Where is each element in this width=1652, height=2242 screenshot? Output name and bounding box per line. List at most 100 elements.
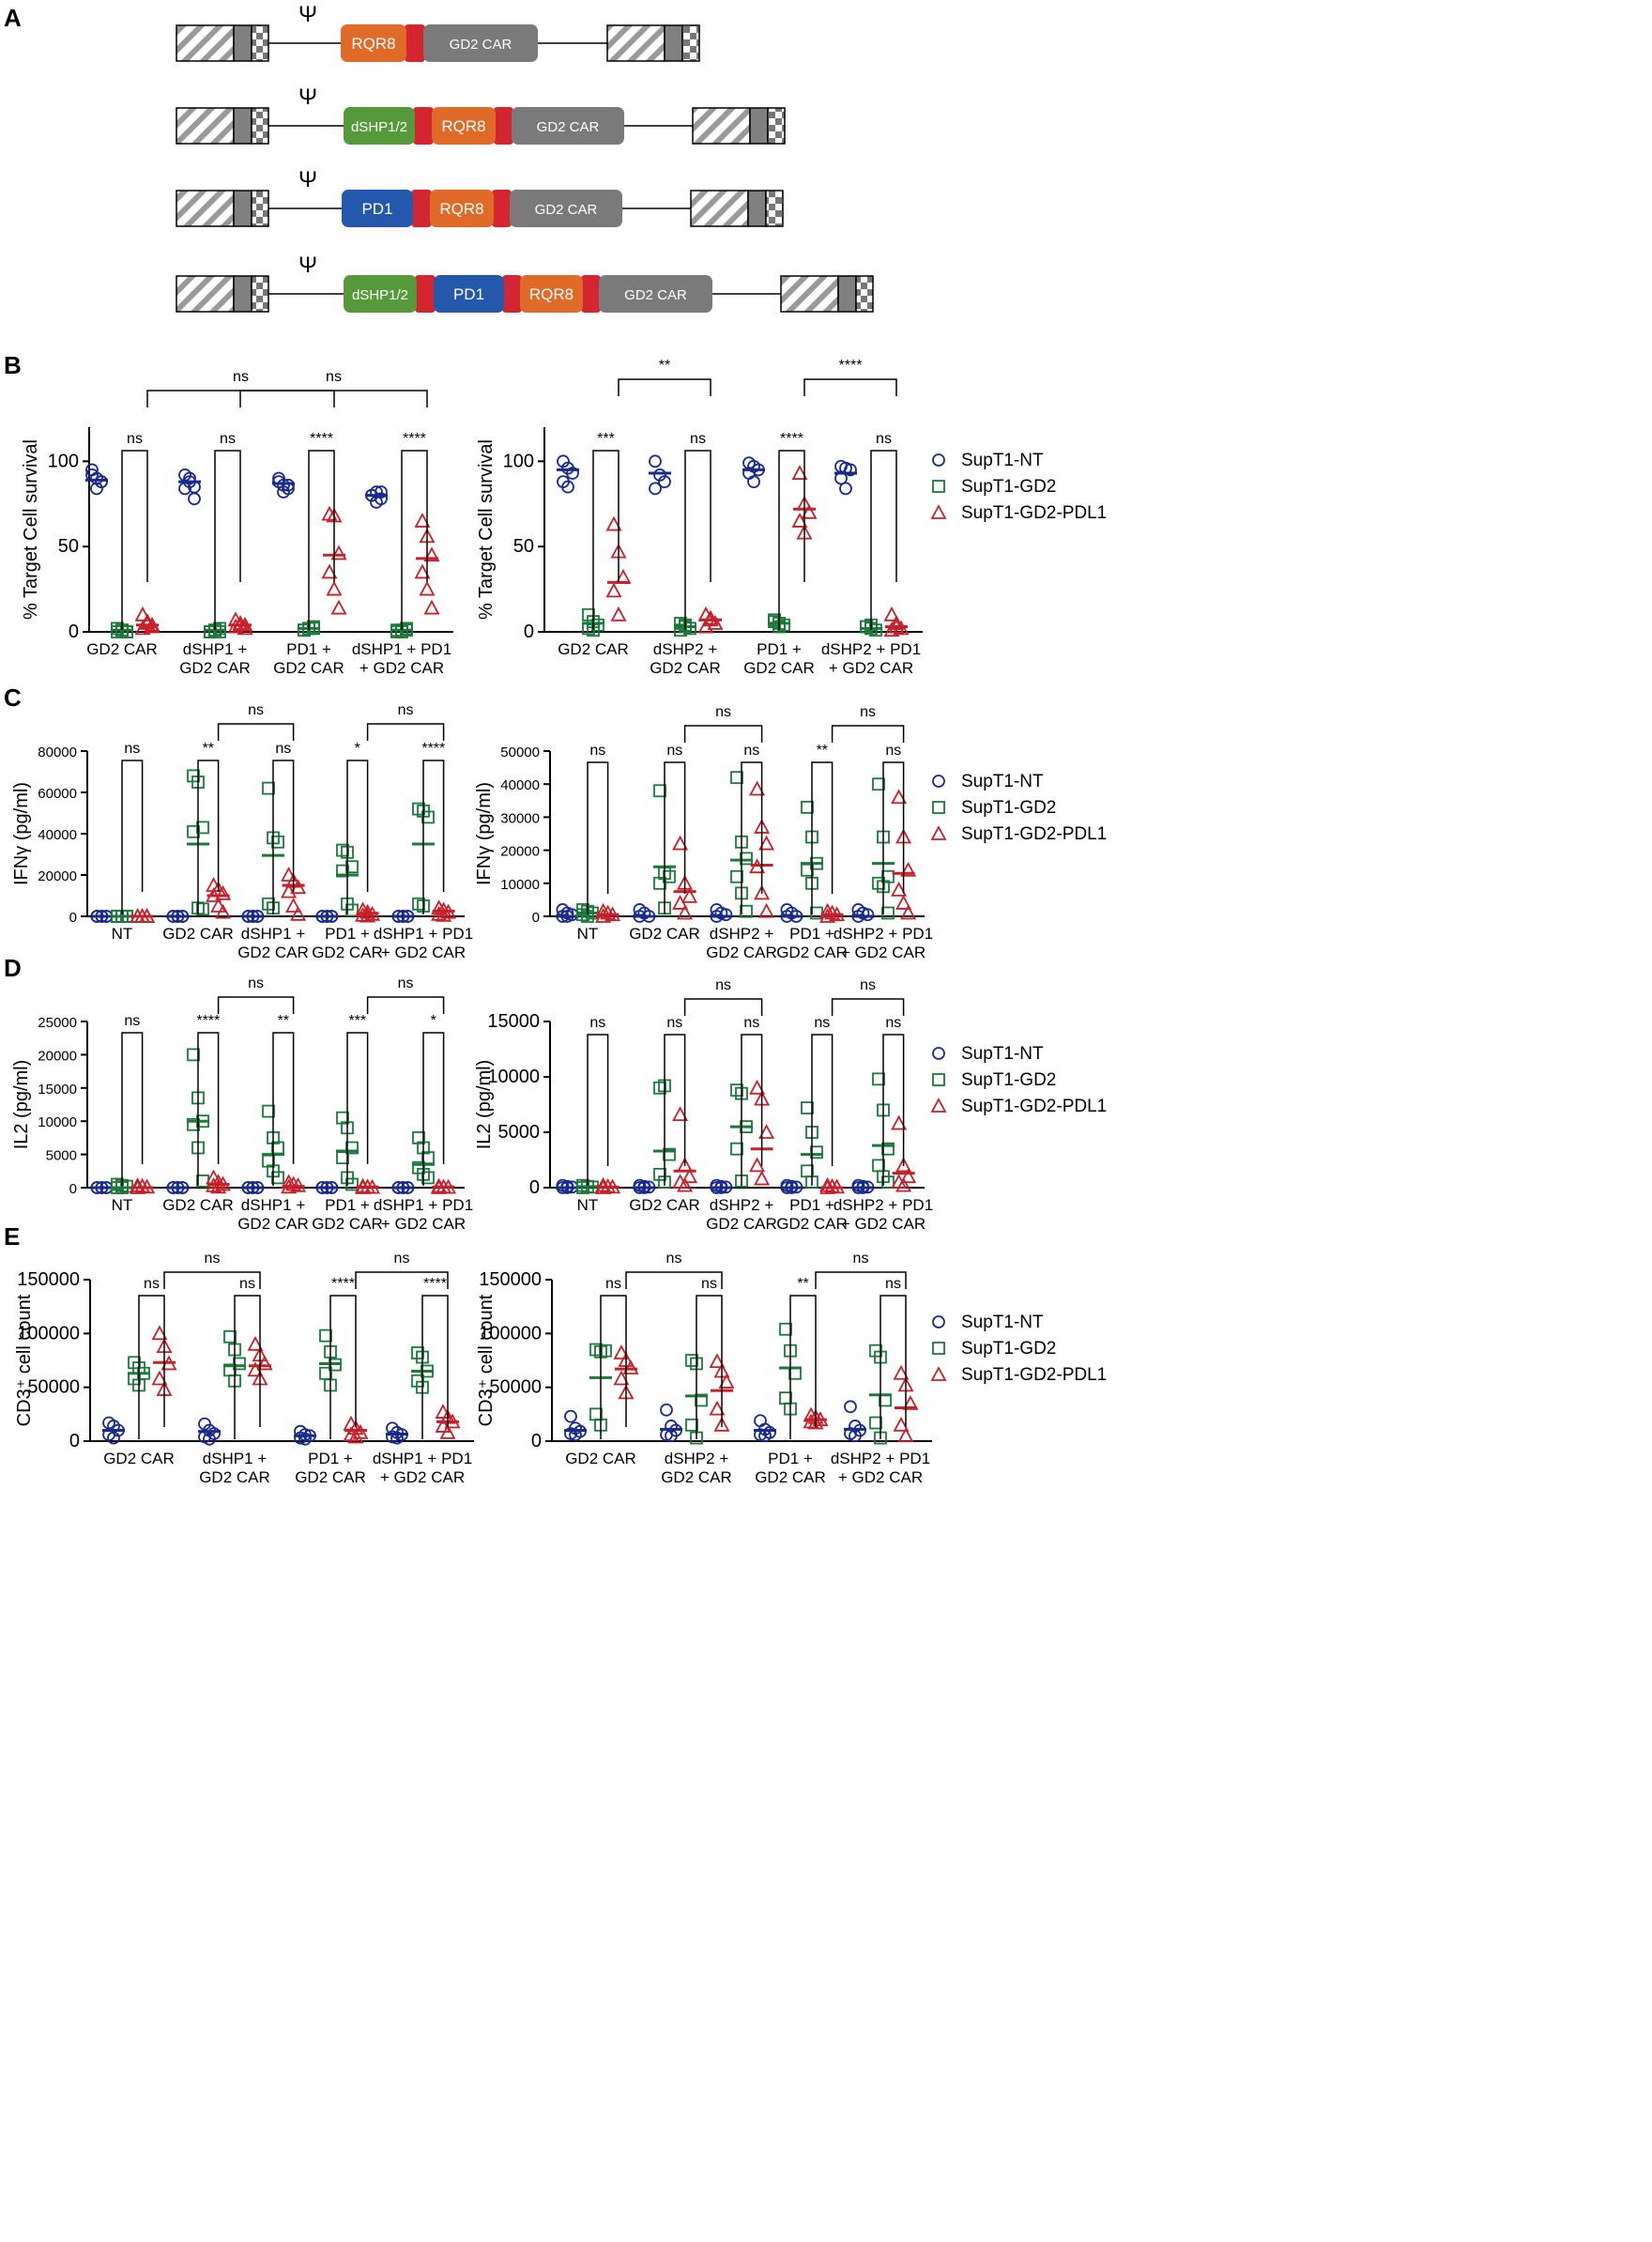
x-category-label: dSHP2 + [710, 925, 774, 943]
data-point [930, 504, 947, 519]
significance-label: **** [331, 1276, 355, 1292]
panel-label-d: D [4, 954, 22, 982]
comparison-bracket [803, 378, 897, 396]
x-category-label: GD2 CAR [650, 659, 721, 677]
x-category-label: GD2 CAR [661, 1468, 732, 1486]
significance-label: **** [423, 1276, 447, 1292]
y-axis-label: IL2 (pg/ml) [11, 1060, 32, 1150]
data-point [810, 1145, 823, 1159]
y-tick-label: 150000 [479, 1269, 542, 1290]
psi-symbol: Ψ [298, 84, 317, 110]
y-tick-label: 60000 [38, 786, 77, 802]
data-point [188, 492, 201, 506]
data-point [893, 1364, 910, 1380]
data-point [801, 1101, 814, 1114]
data-point [431, 905, 448, 921]
data-point [672, 835, 689, 851]
y-tick-label: 40000 [500, 777, 540, 793]
significance-label: ns [124, 1013, 140, 1029]
data-point [330, 545, 347, 560]
segment-gd2-car [510, 190, 622, 227]
significance-label: ns [814, 1015, 830, 1031]
data-point [718, 1374, 735, 1389]
data-point [663, 1147, 676, 1161]
comparison-label: ns [248, 702, 264, 718]
y-tick-label: 30000 [500, 810, 540, 826]
segment-rqr8 [430, 190, 494, 227]
data-point [613, 1370, 630, 1386]
x-category-label: GD2 CAR [237, 944, 309, 961]
data-point [589, 1407, 603, 1421]
left-ltr-block [233, 24, 252, 62]
x-category-label: dSHP2 + PD1 [831, 1450, 930, 1467]
legend-label: SupT1-NT [961, 772, 1044, 791]
data-point [436, 907, 452, 922]
comparison-bracket [239, 390, 428, 407]
data-point [247, 1335, 264, 1351]
comparison-label: ns [205, 1251, 221, 1267]
segment-label: RQR8 [351, 35, 395, 53]
data-point [932, 453, 945, 467]
comparison-bracket [366, 723, 445, 741]
segment-gd2-car [512, 107, 624, 145]
y-tick-label: 10000 [487, 1067, 540, 1087]
significance-label: ** [797, 1276, 808, 1292]
linker-segment [415, 275, 436, 313]
data-point [900, 904, 917, 920]
data-point [803, 1413, 819, 1429]
data-point [754, 1414, 767, 1428]
data-point [336, 843, 349, 857]
data-point [932, 1342, 945, 1355]
segment-label: GD2 CAR [537, 119, 600, 135]
data-point [622, 1359, 639, 1374]
data-point [893, 1416, 910, 1432]
data-point [685, 1354, 698, 1367]
y-tick-label: 50 [513, 536, 534, 557]
data-point [740, 852, 753, 866]
segment-gd2-car [599, 275, 712, 313]
data-point [412, 802, 425, 816]
x-category-label: dSHP2 + PD1 [834, 925, 933, 943]
segment-pd1 [434, 275, 504, 313]
data-point [709, 1400, 726, 1416]
comparison-label: ns [715, 977, 731, 993]
data-point [419, 580, 436, 596]
data-point [566, 467, 579, 480]
x-category-label: NT [112, 1196, 133, 1214]
segment-label: RQR8 [529, 285, 574, 303]
data-point [187, 824, 200, 838]
data-point [779, 1322, 792, 1336]
x-category-label: GD2 CAR [86, 640, 158, 658]
data-point [872, 1072, 885, 1086]
significance-bracket [778, 450, 805, 630]
data-point [589, 1343, 603, 1357]
linker-segment [494, 107, 513, 145]
psi-symbol: Ψ [298, 2, 317, 27]
data-point [414, 563, 431, 579]
y-axis-label: IL2 (pg/ml) [474, 1060, 495, 1150]
data-point [321, 563, 338, 579]
x-category-label: PD1 + [768, 1450, 813, 1467]
x-category-label: dSHP2 + [710, 1196, 774, 1214]
segment-label: dSHP1/2 [352, 287, 408, 303]
data-point [932, 480, 945, 493]
panel-label-c: C [4, 683, 22, 712]
data-point [749, 1079, 766, 1095]
data-point [883, 606, 900, 622]
significance-bracket [600, 1295, 627, 1439]
y-tick-label: 50 [58, 536, 79, 557]
data-point [198, 1417, 211, 1431]
data-point [891, 881, 908, 897]
data-point [435, 1418, 451, 1433]
comparison-label: ns [233, 369, 249, 385]
data-point [861, 908, 875, 922]
segment-rqr8 [520, 275, 583, 313]
legend-label: SupT1-GD2-PDL1 [961, 824, 1107, 844]
significance-bracket [197, 1032, 220, 1186]
significance-bracket [138, 1295, 165, 1439]
